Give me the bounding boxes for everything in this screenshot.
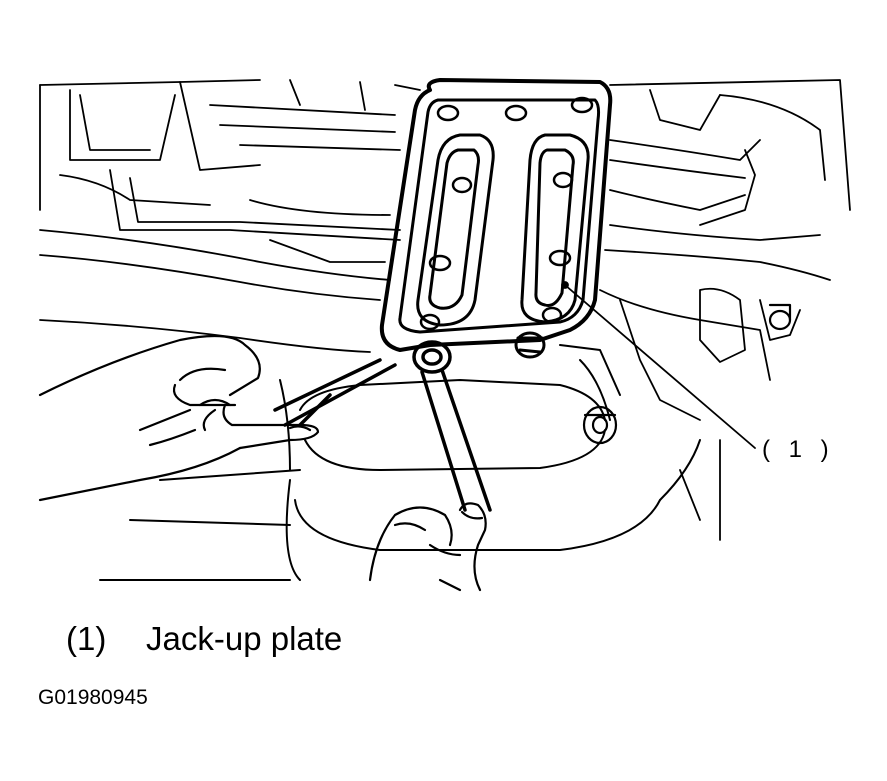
oil-pan (99, 344, 701, 581)
right-hand (368, 502, 487, 592)
callout-label-1: ( 1 ) (762, 436, 835, 463)
jack-up-plate-illustration (38, 78, 851, 592)
callout-leader (561, 281, 756, 449)
side-bolt (582, 303, 792, 445)
left-hand (38, 334, 320, 502)
jack-up-plate (379, 78, 613, 352)
legend-number: (1) (66, 620, 107, 657)
figure-id: G01980945 (38, 686, 148, 709)
right-structure (599, 79, 851, 541)
wrench (273, 340, 492, 512)
chassis-background (39, 79, 421, 353)
legend: (1) Jack-up plate (66, 620, 342, 658)
plate-holes (419, 96, 594, 331)
legend-text: Jack-up plate (146, 620, 343, 657)
plate-bolt (514, 331, 546, 359)
